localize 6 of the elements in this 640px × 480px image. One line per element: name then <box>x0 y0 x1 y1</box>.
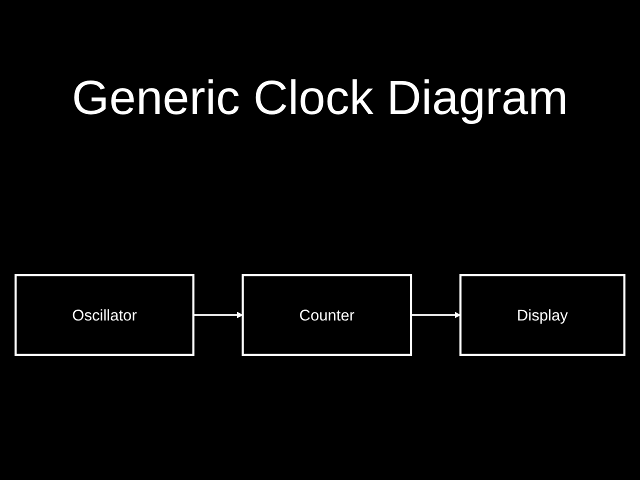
arrow <box>193 312 244 318</box>
node-box: Counter <box>242 274 412 356</box>
node-box: Display <box>459 274 626 356</box>
diagram-title: Generic Clock Diagram <box>70 71 570 127</box>
node-box: Oscillator <box>14 274 194 356</box>
arrow <box>411 312 461 318</box>
